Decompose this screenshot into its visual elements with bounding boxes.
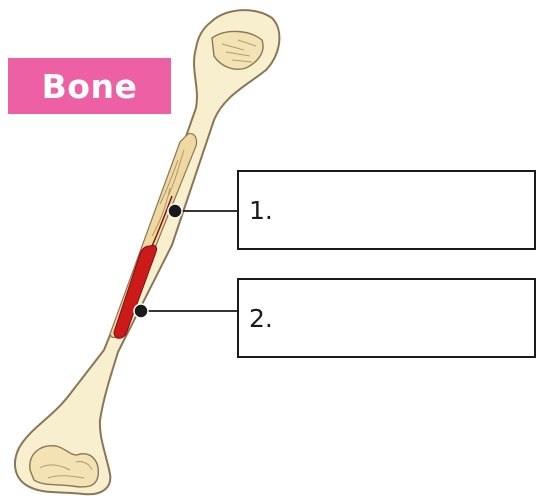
pointer-dot-1 — [168, 204, 182, 218]
pointer-dot-2 — [134, 304, 148, 318]
title-badge: Bone — [8, 58, 171, 114]
label-number-1: 1. — [249, 196, 273, 225]
diagram-title: Bone — [42, 67, 138, 106]
label-box-1[interactable]: 1. — [237, 170, 536, 250]
red-bone-marrow — [114, 245, 157, 338]
label-number-2: 2. — [249, 304, 273, 333]
label-box-2[interactable]: 2. — [237, 278, 536, 358]
